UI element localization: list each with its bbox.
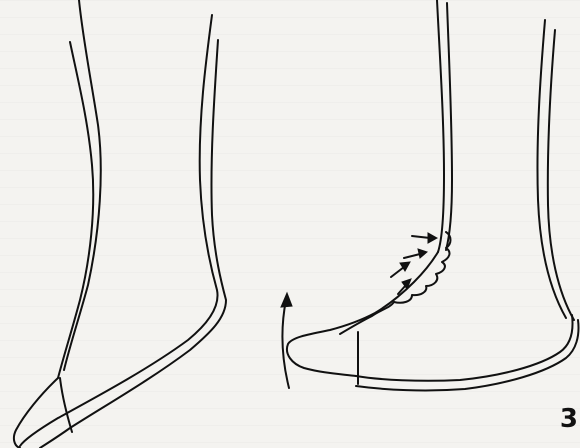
right-foot-back-outline: [437, 0, 444, 252]
right-foot-heel-inner-outline: [548, 30, 574, 320]
fold-arrow-2-head: [418, 249, 427, 258]
left-foot-front-inner-outline: [40, 40, 226, 448]
right-foot-wrinkle-outline: [340, 232, 451, 334]
right-foot-back-inner-outline: [446, 3, 452, 250]
fold-arrow-1-head: [428, 233, 437, 243]
curved-arrow-head: [281, 293, 292, 307]
fold-arrow-3-line: [391, 267, 404, 277]
right-foot-instep-outline: [287, 252, 438, 376]
left-foot-sole-line: [14, 378, 58, 448]
left-foot-front-outline: [20, 15, 218, 446]
fold-arrow-1-line: [412, 236, 430, 238]
left-foot-strap-line: [60, 378, 72, 432]
left-foot-drawing: [14, 0, 226, 448]
figure-number: 3: [560, 404, 578, 434]
left-foot-back-outline: [64, 0, 101, 370]
fold-arrow-2-line: [404, 254, 420, 258]
right-foot-drawing: [287, 0, 579, 390]
